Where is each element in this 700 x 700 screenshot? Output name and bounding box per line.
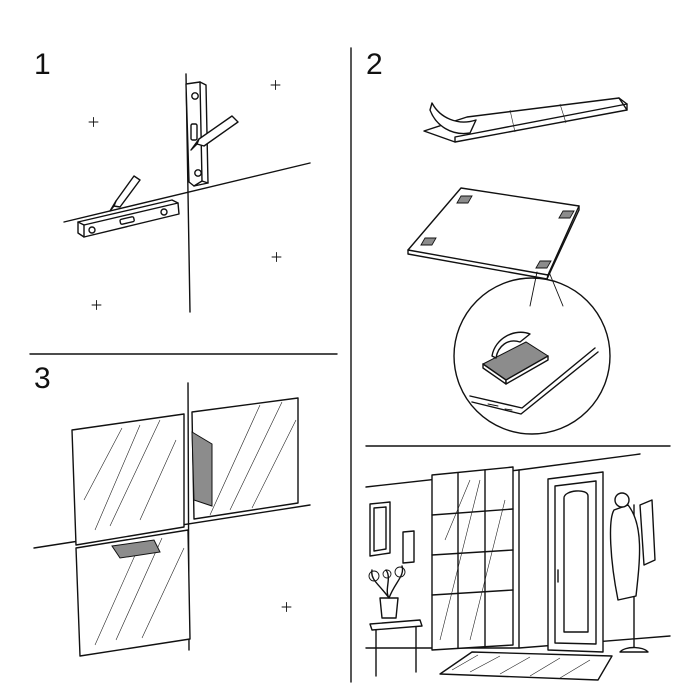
step-number-2: 2 (366, 48, 383, 81)
pencil-vertical (190, 115, 239, 151)
cross-markers (88, 80, 282, 310)
panel-4-finished-room (365, 453, 671, 681)
mirror-tile-with-pads (407, 187, 580, 280)
mirror-tile-upper-right (191, 397, 299, 520)
small-wall-frame (402, 530, 415, 564)
step-number-1: 1 (34, 48, 51, 81)
horizontal-guide-line (63, 162, 311, 223)
double-sided-tape-strip (423, 97, 628, 143)
mirror-tile-lower-left (75, 529, 191, 657)
coat-stand (609, 492, 656, 653)
panel-dividers (29, 47, 671, 683)
horizontal-spirit-level (77, 199, 180, 238)
side-table-with-plant (368, 565, 423, 677)
panel-2-adhesive-pads (407, 97, 628, 435)
panel-1-marking-lines (63, 73, 311, 313)
vertical-spirit-level (185, 81, 209, 187)
pencil-horizontal (109, 175, 141, 212)
step-number-3: 3 (34, 362, 51, 395)
mirror-tile-wall (431, 466, 514, 651)
mirror-tile-upper-left (71, 413, 185, 546)
panel-3-placing-tiles (33, 382, 311, 657)
magnified-pad-detail (453, 277, 611, 435)
wall-picture-frame (369, 501, 391, 557)
door (547, 471, 604, 653)
floor-rug (439, 651, 613, 681)
